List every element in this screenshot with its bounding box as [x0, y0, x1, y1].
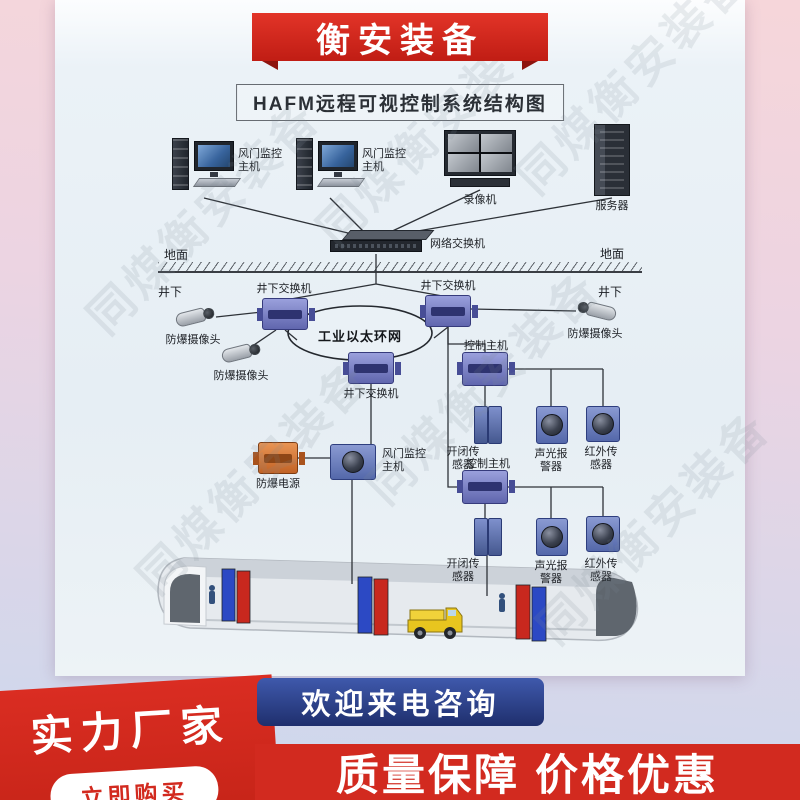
label-down-switch-right: 井下交换机: [420, 280, 476, 292]
server-tower: [594, 124, 630, 196]
label-fan-host-1: 风门监控主机: [238, 148, 282, 174]
pc-monitor-icon: [194, 141, 234, 171]
sound-light-alarm-2: [536, 518, 568, 556]
pc-tower-icon: [296, 138, 313, 190]
open-close-sensor-2: [474, 518, 502, 556]
pc-tower-icon: [172, 138, 189, 190]
contact-banner: 欢迎来电咨询: [257, 678, 544, 726]
label-alarm-1: 声光报警器: [534, 448, 568, 474]
label-network-switch: 网络交换机: [430, 238, 485, 250]
monitoring-computer-1: [172, 136, 242, 198]
infrared-sensor-2: [586, 516, 620, 552]
ground-surface-hatch: [158, 262, 642, 273]
strength-badge: 实力厂家 立即购买: [0, 674, 281, 800]
fan-door-host-device: [330, 444, 376, 480]
strength-label: 实力厂家: [29, 701, 232, 761]
label-camera-2: 防爆摄像头: [213, 370, 269, 382]
label-infrared-2: 红外传感器: [584, 558, 618, 584]
brand-ribbon: 衡安装备: [252, 13, 548, 70]
label-down-switch-left: 井下交换机: [256, 283, 312, 295]
dvr-screen-icon: [444, 130, 516, 176]
control-host-2: [457, 470, 508, 504]
control-host-1: [457, 352, 508, 386]
pc-monitor-icon: [318, 141, 358, 171]
ethernet-ring-label: 工业以太环网: [317, 329, 402, 344]
label-ground-right: 地面: [600, 247, 625, 261]
infrared-sensor-1: [586, 406, 620, 442]
label-recorder: 录像机: [463, 194, 497, 206]
underground-switch-mid: [343, 352, 394, 384]
explosion-proof-power: [253, 442, 298, 474]
label-server: 服务器: [595, 200, 629, 212]
miner-figures: [209, 585, 505, 612]
tunnel-opening-right: [596, 577, 637, 636]
label-infrared-1: 红外传感器: [584, 446, 618, 472]
tunnel-opening-left: [170, 574, 200, 623]
label-control-host-2: 控制主机: [466, 458, 510, 470]
monitoring-computer-2: [296, 136, 366, 198]
label-down-switch-mid: 井下交换机: [343, 388, 399, 400]
sound-light-alarm-1: [536, 406, 568, 444]
video-recorder-device: [444, 130, 516, 190]
mine-tunnel-illustration: [150, 536, 650, 668]
label-control-host-1: 控制主机: [464, 340, 508, 352]
label-open-close-2: 开闭传感器: [446, 558, 480, 584]
label-camera-3: 防爆摄像头: [567, 328, 623, 340]
diagram-title: HAFM远程可视控制系统结构图: [236, 84, 564, 121]
label-fan-host-bottom: 风门监控主机: [382, 448, 426, 474]
label-alarm-2: 声光报警器: [534, 560, 568, 586]
label-camera-1: 防爆摄像头: [165, 334, 221, 346]
label-power: 防爆电源: [256, 478, 300, 490]
network-switch-device: [330, 230, 435, 254]
label-ground-left: 地面: [164, 248, 189, 262]
underground-switch-right: [420, 295, 471, 327]
label-open-close-1: 开闭传感器: [446, 446, 480, 472]
open-close-sensor-1: [474, 406, 502, 444]
buy-now-button[interactable]: 立即购买: [49, 764, 220, 800]
mine-truck-icon: [407, 607, 463, 639]
label-underground-left: 井下: [158, 285, 183, 299]
label-fan-host-2: 风门监控主机: [362, 148, 406, 174]
quality-banner: 质量保障 价格优惠: [255, 744, 800, 800]
label-underground-right: 井下: [598, 285, 623, 299]
fan-doors: [221, 568, 547, 642]
